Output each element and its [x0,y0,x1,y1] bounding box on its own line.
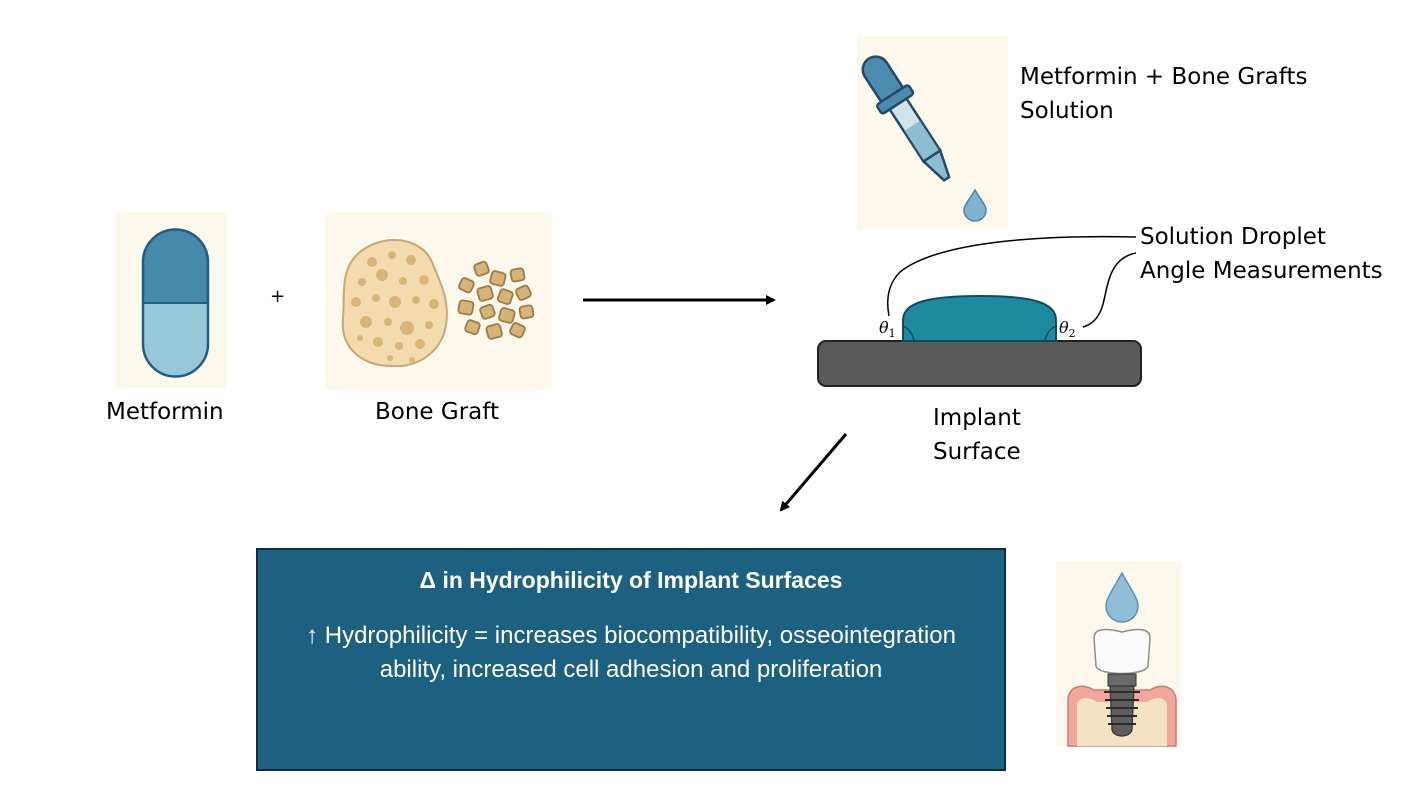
result-body: ↑ Hydrophilicity = increases biocompatib… [306,622,956,683]
result-title: Δ in Hydrophilicity of Implant Surfaces [419,567,843,593]
solution-label-line1: Metformin + Bone Grafts [1020,64,1308,90]
annotation-line-theta1 [887,235,1137,317]
arrow-to-result [779,433,848,512]
bone-granules-icon [457,260,535,340]
theta1-label: θ1 [879,318,896,341]
implant-surface-label-line2: Surface [933,439,1021,465]
bone-graft-label: Bone Graft [375,399,499,425]
solution-droplet [902,294,1057,342]
dental-implant-icon [1067,628,1177,747]
dropper-icon [861,55,951,182]
annotation-label-line2: Angle Measurements [1140,258,1383,284]
result-box: Δ in Hydrophilicity of Implant Surfaces … [256,548,1006,771]
plus-sign: + [270,286,286,307]
annotation-label-line1: Solution Droplet [1140,224,1326,250]
dropper-drop-icon [963,188,987,222]
solution-label-line2: Solution [1020,98,1114,124]
water-drop-icon [1105,571,1139,623]
theta2-label: θ2 [1059,318,1076,341]
metformin-label: Metformin [106,399,224,425]
bone-block-icon [341,238,448,368]
capsule-icon [141,228,210,378]
implant-surface-label-line1: Implant [933,405,1021,431]
annotation-line-theta2 [1082,252,1137,328]
